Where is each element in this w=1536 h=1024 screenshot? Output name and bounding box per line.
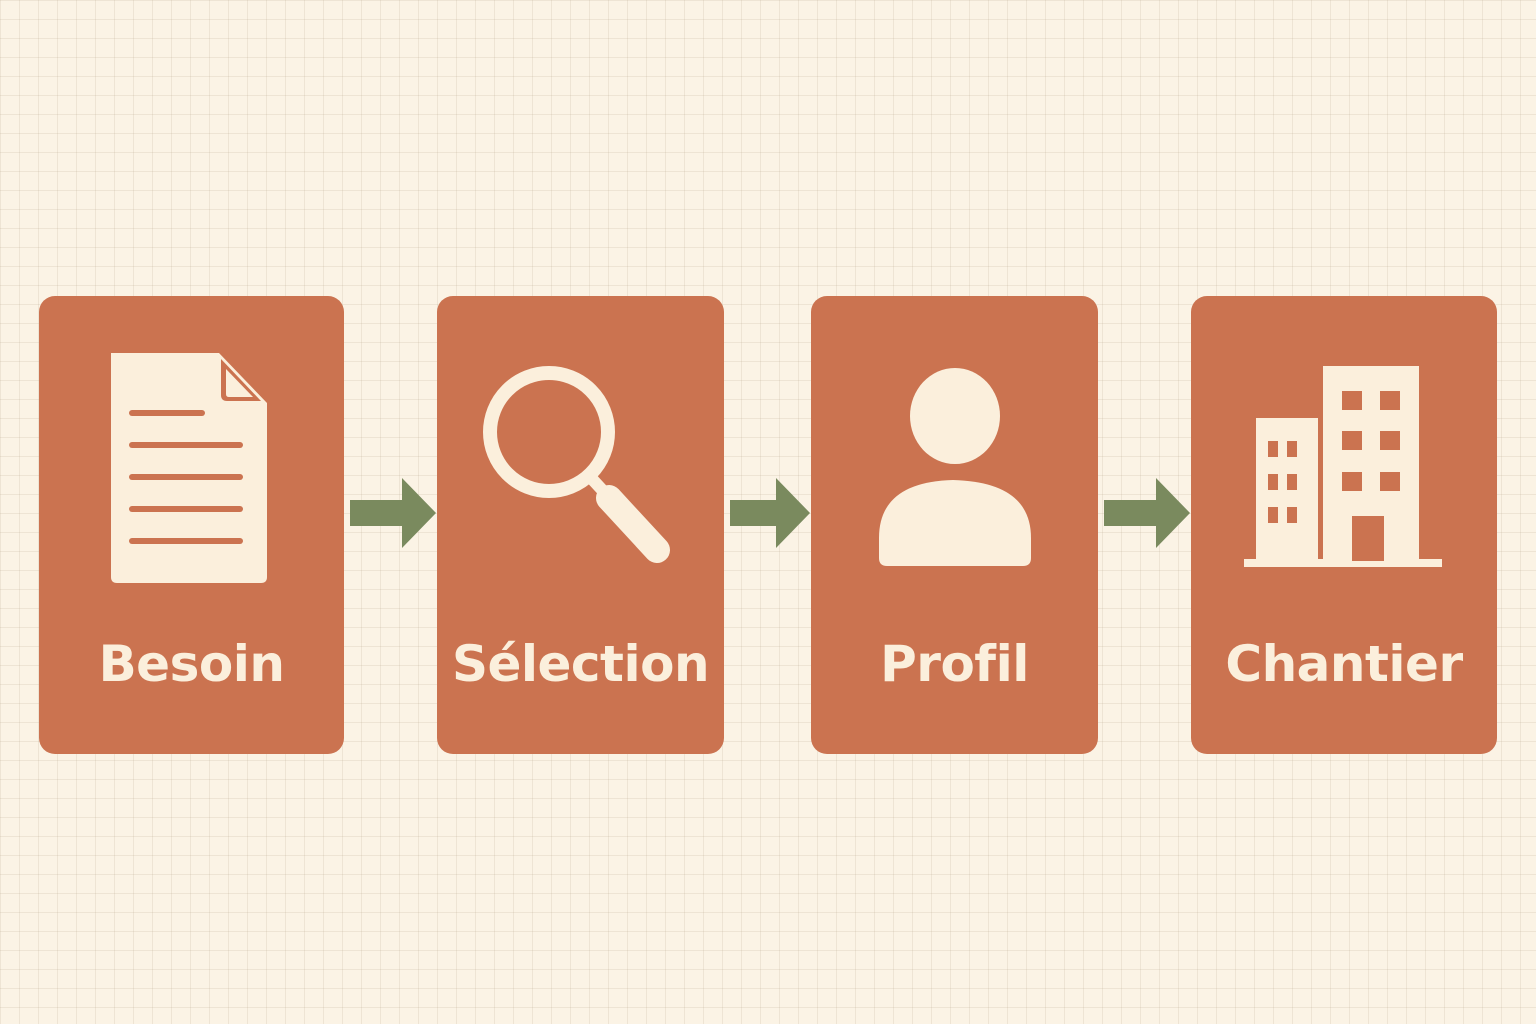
building-icon (1191, 346, 1497, 596)
document-icon (39, 346, 344, 596)
step-label: Chantier (1225, 635, 1463, 693)
step-card-besoin: Besoin (39, 296, 344, 754)
step-card-chantier: Chantier (1191, 296, 1497, 754)
user-icon (811, 346, 1098, 596)
step-card-profil: Profil (811, 296, 1098, 754)
step-label: Profil (880, 635, 1029, 693)
arrow-right-icon (730, 478, 810, 548)
magnifier-icon (437, 346, 724, 596)
step-label: Besoin (98, 635, 285, 693)
arrow-right-icon (350, 478, 436, 548)
arrow-right-icon (1104, 478, 1190, 548)
step-label: Sélection (451, 635, 710, 693)
step-card-selection: Sélection (437, 296, 724, 754)
